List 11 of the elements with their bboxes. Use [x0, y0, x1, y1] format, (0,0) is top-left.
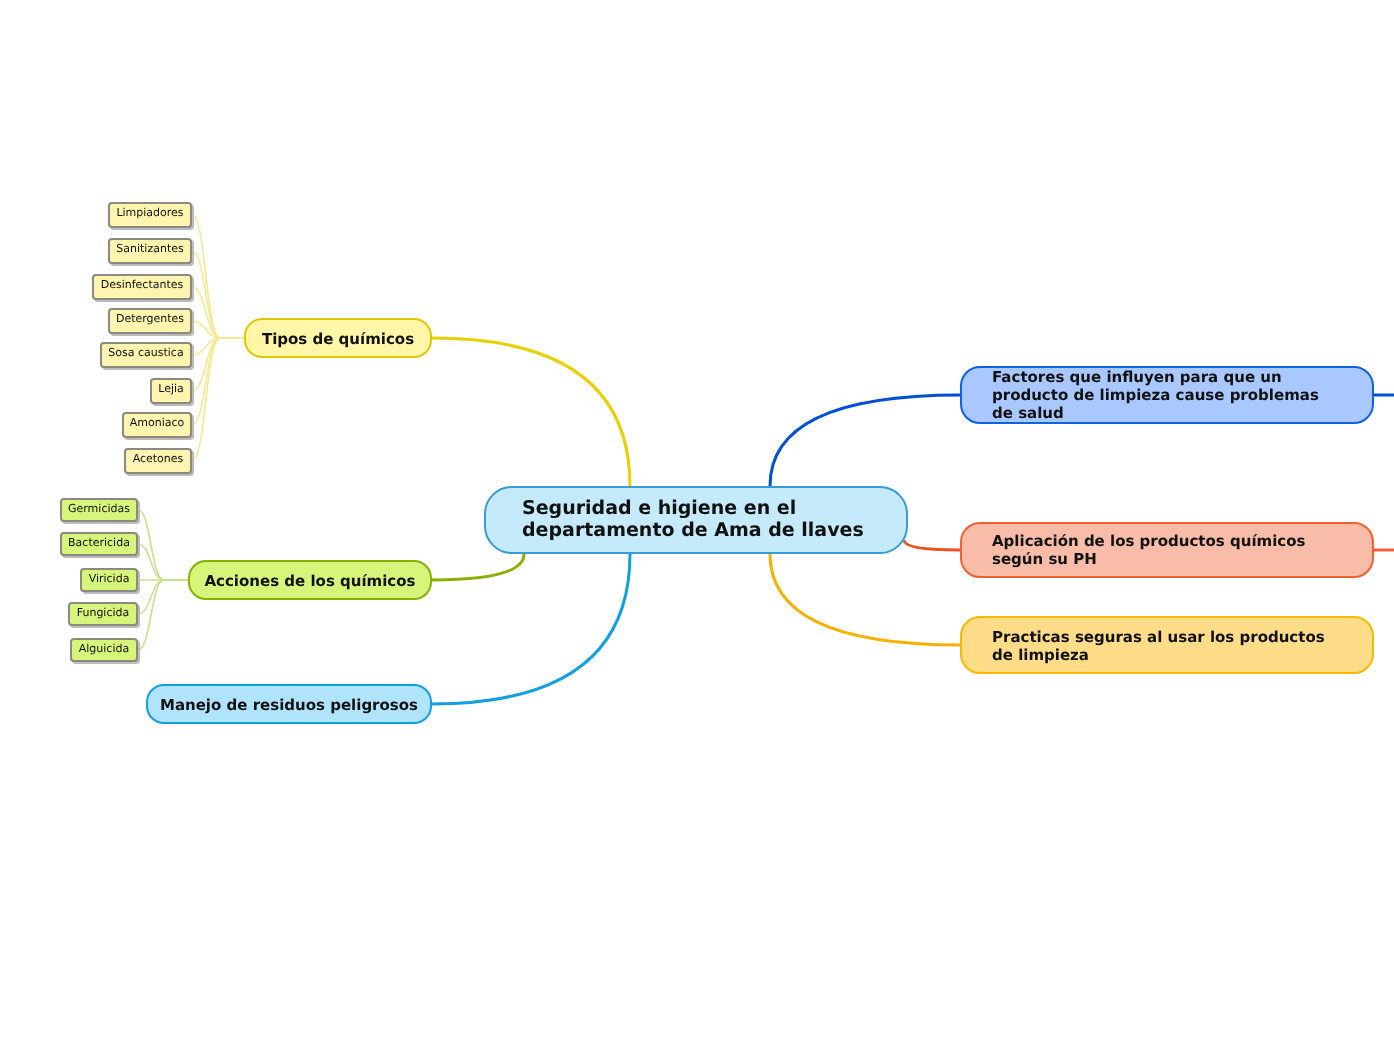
connector-line [431, 553, 526, 582]
connector-line [768, 393, 961, 487]
connector-line [1374, 548, 1394, 552]
central-topic: Seguridad e higiene en el departamento de Ama de llaves [484, 486, 908, 554]
connector-line [137, 579, 189, 651]
connector-line [1374, 393, 1394, 397]
connector-line [431, 336, 632, 487]
connector-line [902, 539, 960, 552]
connector-line [431, 553, 632, 706]
connector-line [191, 337, 245, 462]
connector-line [768, 553, 961, 647]
